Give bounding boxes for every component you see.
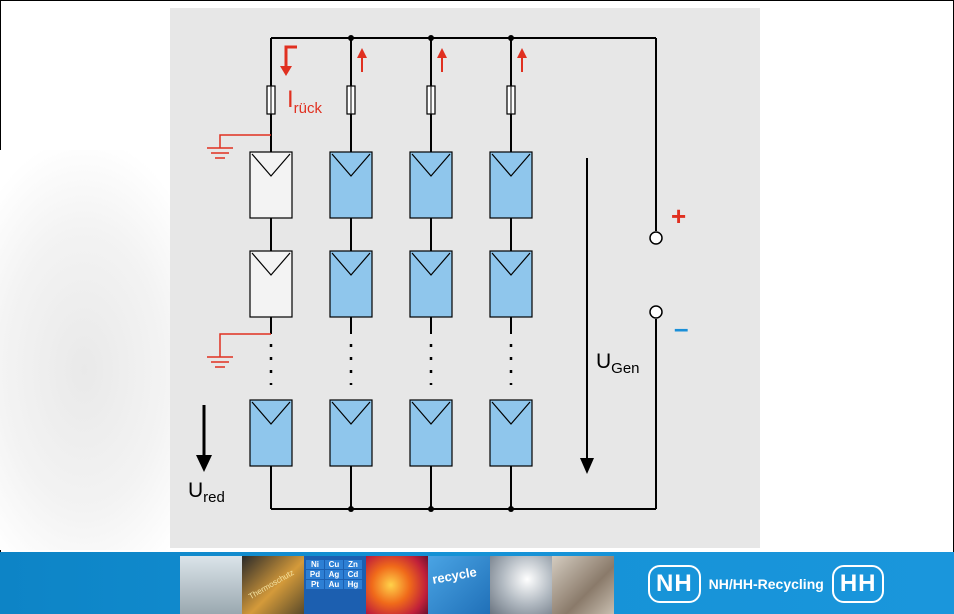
reduced-voltage-arrow: [196, 405, 212, 472]
tile-text: recycle: [431, 564, 478, 587]
module-strings: [249, 38, 533, 509]
string-current-arrow: [437, 48, 447, 72]
tile-text: Cd: [344, 570, 362, 579]
pv-module: [249, 399, 293, 467]
generator-voltage-arrow: [580, 158, 594, 474]
pv-module: [329, 399, 373, 467]
pv-module: [329, 250, 373, 318]
pv-module-diode-symbol: [251, 252, 291, 276]
pv-module: [329, 151, 373, 219]
tile-text: Ni: [306, 560, 324, 569]
tile-text: Hg: [344, 580, 362, 589]
pv-module-diode-symbol: [331, 153, 371, 177]
pv-module: [249, 151, 293, 219]
minus-sign: –: [674, 313, 688, 343]
pv-module: [489, 250, 533, 318]
brand-name: NH/HH-Recycling: [708, 576, 824, 592]
hh-logo: HH: [831, 565, 885, 603]
footer-photo-recycle: recycle: [428, 556, 490, 614]
pv-module: [409, 151, 453, 219]
generator-voltage-label: UGen: [596, 350, 640, 377]
pv-module-diode-symbol: [411, 401, 451, 425]
pv-module-diode-symbol: [411, 153, 451, 177]
reverse-current-arrow: [280, 45, 297, 76]
pv-module: [489, 399, 533, 467]
tile-text: Ag: [325, 570, 343, 579]
reverse-current-label: Irück: [287, 86, 323, 117]
tile-text: Thermoschutz: [247, 567, 296, 602]
reduced-voltage-label: Ured: [188, 479, 225, 506]
negative-terminal: [649, 305, 663, 319]
footer-brand: NH NH/HH-Recycling HH: [648, 558, 938, 610]
string-current-arrow: [517, 48, 527, 72]
pv-module-diode-symbol: [331, 252, 371, 276]
tile-text: Pd: [306, 570, 324, 579]
pv-module: [409, 250, 453, 318]
tile-text: Cu: [325, 560, 343, 569]
ground-connection-lower: [207, 333, 271, 368]
nh-logo: NH: [648, 565, 701, 603]
pv-module-diode-symbol: [251, 153, 291, 177]
ground-connection-upper: [207, 134, 271, 159]
pv-module-diode-symbol: [331, 401, 371, 425]
plus-sign: +: [671, 201, 686, 231]
footer-photo-periodic-table: Ni Cu Zn Pd Ag Cd Pt Au Hg: [304, 556, 366, 614]
tile-text: Pt: [306, 580, 324, 589]
string-current-arrow: [357, 48, 367, 72]
footer-photo-fiber: [366, 556, 428, 614]
pv-module: [489, 151, 533, 219]
pv-module-diode-symbol: [411, 252, 451, 276]
pv-module: [409, 399, 453, 467]
footer-photo-metal: [490, 556, 552, 614]
footer-photo-thermoschutz: Thermoschutz: [242, 556, 304, 614]
tile-text: Zn: [344, 560, 362, 569]
footer-photo-scrap: [552, 556, 614, 614]
pv-module: [249, 250, 293, 318]
pv-module-diode-symbol: [491, 252, 531, 276]
positive-terminal: [649, 231, 663, 245]
pv-module-diode-symbol: [491, 401, 531, 425]
footer-photo-pylon: [180, 556, 242, 614]
pv-module-diode-symbol: [491, 153, 531, 177]
pv-module-diode-symbol: [251, 401, 291, 425]
tile-text: Au: [325, 580, 343, 589]
